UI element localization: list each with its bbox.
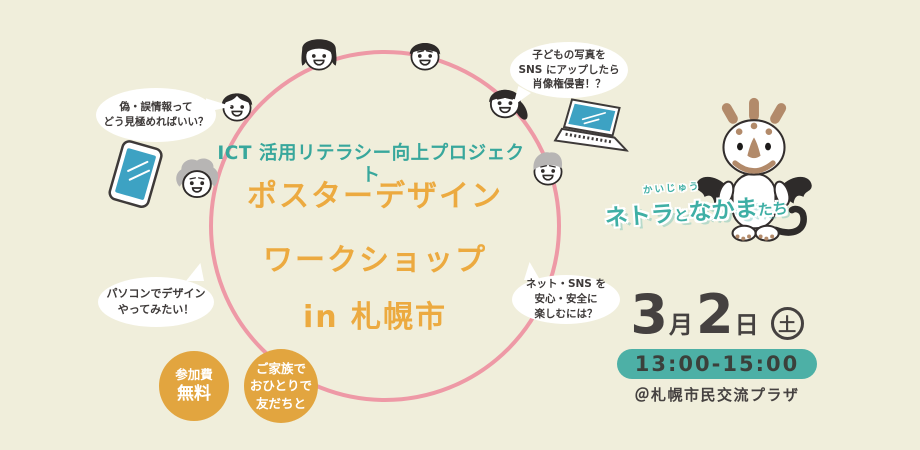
logo-segment: たち	[757, 199, 789, 220]
event-venue: ＠札幌市民交流プラザ	[634, 386, 800, 404]
bubble-text: どう見極めればいい？	[103, 116, 209, 128]
bubble-text: SNS にアップしたら	[518, 63, 620, 76]
bubble-text: 安心・安全に	[534, 293, 598, 306]
fee-badge-value: 無料	[177, 384, 211, 405]
boy-face-icon	[401, 28, 449, 80]
poster-title-line-1: ポスターデザイン	[247, 179, 503, 214]
event-month-number: 3	[630, 283, 668, 346]
project-label: ICT 活用リテラシー向上プロジェクト	[217, 143, 525, 187]
logo-segment: ネトラ	[604, 201, 675, 232]
bubble-text: 子どもの写真を	[532, 48, 606, 61]
bubble-text: 偽・誤情報って	[119, 101, 193, 114]
logo-segment: と	[673, 206, 690, 226]
elderly-man-face-icon	[524, 143, 572, 195]
event-month-unit: 月	[669, 311, 693, 339]
bubble-text: ネット・SNS を	[525, 278, 607, 291]
event-day-number: 2	[696, 283, 734, 346]
kaiju-mascot-icon	[688, 88, 820, 257]
girl-face-icon	[295, 28, 343, 80]
speech-bubble-misinformation: 偽・誤情報って どう見極めればいい？	[96, 88, 216, 142]
attendance-badge: ご家族で おひとりで 友だちと	[244, 349, 318, 423]
event-weekday-badge: 土	[770, 307, 804, 340]
fee-badge-label: 参加費	[175, 366, 213, 382]
speech-bubble-photo-rights: 子どもの写真を SNS にアップしたら 肖像権侵害！？	[510, 42, 628, 98]
bubble-text: 楽しむには？	[534, 307, 598, 320]
bubble-text: パソコンでデザイン	[106, 287, 206, 301]
event-time-pill: 13:00-15:00	[617, 349, 817, 379]
parted-hair-boy-face-icon	[213, 79, 261, 131]
bubble-text: 肖像権侵害！？	[532, 78, 606, 91]
attendance-badge-line: おひとりで	[249, 378, 313, 394]
poster-title-line-3: in 札幌市	[302, 300, 448, 335]
decorative-circle	[209, 50, 561, 402]
smartphone-icon	[104, 137, 167, 215]
attendance-badge-line: ご家族で	[255, 361, 306, 377]
laptop-icon	[552, 95, 632, 162]
bubble-text: やってみたい！	[117, 303, 195, 316]
attendance-badge-line: 友だちと	[255, 395, 306, 411]
event-day-unit: 日	[734, 311, 759, 339]
logo-segment: なかま	[687, 195, 759, 227]
event-date: 3 月 2 日 土	[616, 288, 818, 342]
poster-title-line-2: ワークショップ	[263, 243, 487, 278]
woman-face-icon	[480, 74, 530, 128]
speech-bubble-safe-enjoyment: ネット・SNS を 安心・安全に 楽しむには？	[512, 275, 620, 324]
fee-badge: 参加費 無料	[159, 351, 229, 421]
elderly-woman-face-icon	[171, 152, 223, 208]
speech-bubble-pc-design: パソコンでデザイン やってみたい！	[98, 277, 214, 327]
